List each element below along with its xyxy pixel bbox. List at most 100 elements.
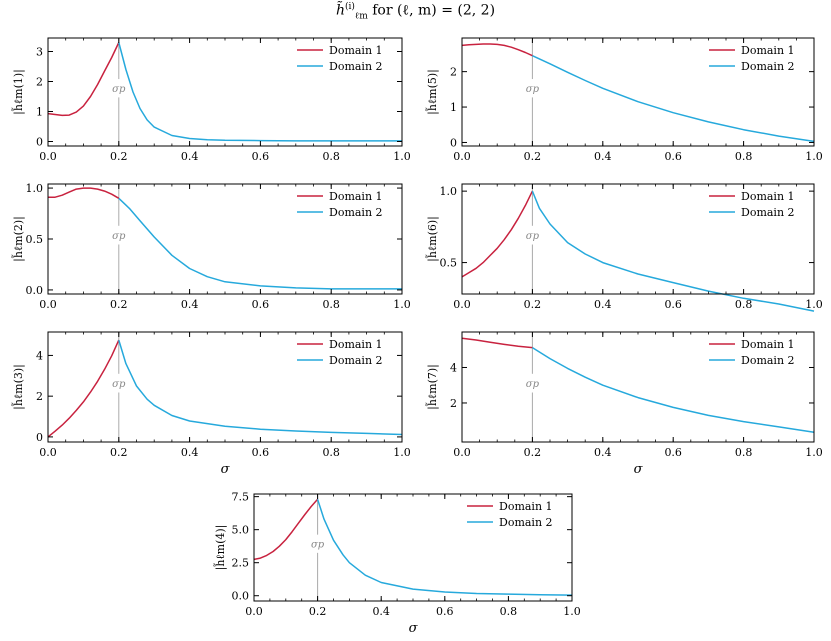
sigma-p-label: σp <box>112 231 126 242</box>
x-tick-label: 0.2 <box>524 446 542 459</box>
y-tick-label: 0.5 <box>26 233 44 246</box>
series-domain-1 <box>461 337 533 349</box>
y-tick-label: 3 <box>36 46 43 59</box>
legend-label-1: Domain 1 <box>329 338 383 351</box>
x-tick-label: 0.8 <box>735 298 753 311</box>
x-tick-label: 0.0 <box>39 298 57 311</box>
x-tick-label: 0.0 <box>453 446 471 459</box>
sigma-p-label: σp <box>311 540 325 551</box>
y-tick-label: 1 <box>36 106 43 119</box>
x-tick-label: 0.0 <box>453 150 471 163</box>
legend-label-2: Domain 2 <box>329 60 383 73</box>
y-tick-label: 2 <box>450 397 457 410</box>
x-tick-label: 0.8 <box>322 298 340 311</box>
y-axis-label: |h̃ℓm(2)| <box>12 216 26 262</box>
x-tick-label: 0.4 <box>181 298 199 311</box>
legend-label-1: Domain 1 <box>329 190 383 203</box>
title-text: for (ℓ, m) = (2, 2) <box>372 2 496 19</box>
title-symbol: h̃ <box>335 2 345 19</box>
x-tick-label: 0.2 <box>524 298 542 311</box>
y-tick-label: 2 <box>450 66 457 79</box>
series-domain-1 <box>461 43 533 57</box>
x-tick-label: 0.0 <box>245 605 263 618</box>
x-tick-label: 0.8 <box>322 150 340 163</box>
x-tick-label: 1.0 <box>563 605 581 618</box>
x-tick-label: 0.0 <box>453 298 471 311</box>
x-tick-label: 1.0 <box>805 446 823 459</box>
sigma-p-label: σp <box>526 379 540 390</box>
y-tick-label: 1 <box>450 101 457 114</box>
legend-label-1: Domain 1 <box>499 500 553 513</box>
x-tick-label: 0.2 <box>110 446 128 459</box>
sigma-p-label: σp <box>526 231 540 242</box>
sigma-p-label: σp <box>112 379 126 390</box>
x-tick-label: 0.4 <box>594 446 612 459</box>
y-tick-label: 0 <box>36 431 43 444</box>
x-tick-label: 0.4 <box>594 298 612 311</box>
x-tick-label: 0.8 <box>500 605 518 618</box>
legend-label-2: Domain 2 <box>329 206 383 219</box>
series-domain-2 <box>531 190 815 312</box>
y-tick-label: 0.0 <box>26 284 44 297</box>
legend-label-2: Domain 2 <box>499 516 553 529</box>
y-axis-label: |h̃ℓm(3)| <box>12 364 26 410</box>
x-axis-label: σ <box>634 462 644 477</box>
series-domain-2 <box>118 339 403 436</box>
y-axis-label: |h̃ℓm(4)| <box>214 525 228 571</box>
x-tick-label: 0.6 <box>252 298 270 311</box>
title-superscript: (i) <box>344 2 355 12</box>
x-tick-label: 0.8 <box>735 150 753 163</box>
y-tick-label: 0.0 <box>232 590 250 603</box>
x-tick-label: 0.2 <box>110 150 128 163</box>
x-tick-label: 0.6 <box>436 605 454 618</box>
y-tick-label: 1.0 <box>26 182 44 195</box>
x-tick-label: 0.4 <box>181 150 199 163</box>
legend-label-1: Domain 1 <box>741 44 795 57</box>
y-tick-label: 1.0 <box>440 185 458 198</box>
series-domain-2 <box>118 42 402 142</box>
figure-title: h̃(i)ℓm for (ℓ, m) = (2, 2) <box>0 2 831 21</box>
series-domain-1 <box>47 339 120 438</box>
legend-label-1: Domain 1 <box>329 44 383 57</box>
y-tick-label: 2.5 <box>232 557 250 570</box>
legend-label-1: Domain 1 <box>741 190 795 203</box>
x-tick-label: 0.8 <box>322 446 340 459</box>
y-tick-label: 4 <box>36 349 43 362</box>
x-tick-label: 0.2 <box>524 150 542 163</box>
x-tick-label: 0.6 <box>664 150 682 163</box>
legend-label-2: Domain 2 <box>741 60 795 73</box>
x-tick-label: 0.0 <box>39 446 57 459</box>
series-domain-1 <box>47 42 120 117</box>
x-tick-label: 0.0 <box>39 150 57 163</box>
x-tick-label: 0.4 <box>594 150 612 163</box>
x-axis-label: σ <box>409 621 419 636</box>
legend-label-1: Domain 1 <box>741 338 795 351</box>
x-tick-label: 0.6 <box>664 446 682 459</box>
sigma-p-label: σp <box>112 84 126 95</box>
y-tick-label: 2 <box>36 76 43 89</box>
x-tick-label: 0.4 <box>372 605 390 618</box>
series-domain-2 <box>316 499 573 596</box>
y-tick-label: 0.5 <box>440 257 458 270</box>
x-tick-label: 1.0 <box>393 446 411 459</box>
y-tick-label: 0 <box>36 136 43 149</box>
x-tick-label: 0.2 <box>309 605 327 618</box>
x-tick-label: 0.6 <box>664 298 682 311</box>
x-tick-label: 0.8 <box>735 446 753 459</box>
x-tick-label: 0.6 <box>252 446 270 459</box>
series-domain-2 <box>532 55 815 143</box>
y-tick-label: 5.0 <box>232 524 250 537</box>
x-tick-label: 0.6 <box>252 150 270 163</box>
y-tick-label: 2 <box>36 390 43 403</box>
y-tick-label: 4 <box>450 361 457 374</box>
x-tick-label: 1.0 <box>393 150 411 163</box>
series-domain-1 <box>253 498 319 561</box>
x-tick-label: 1.0 <box>805 298 823 311</box>
